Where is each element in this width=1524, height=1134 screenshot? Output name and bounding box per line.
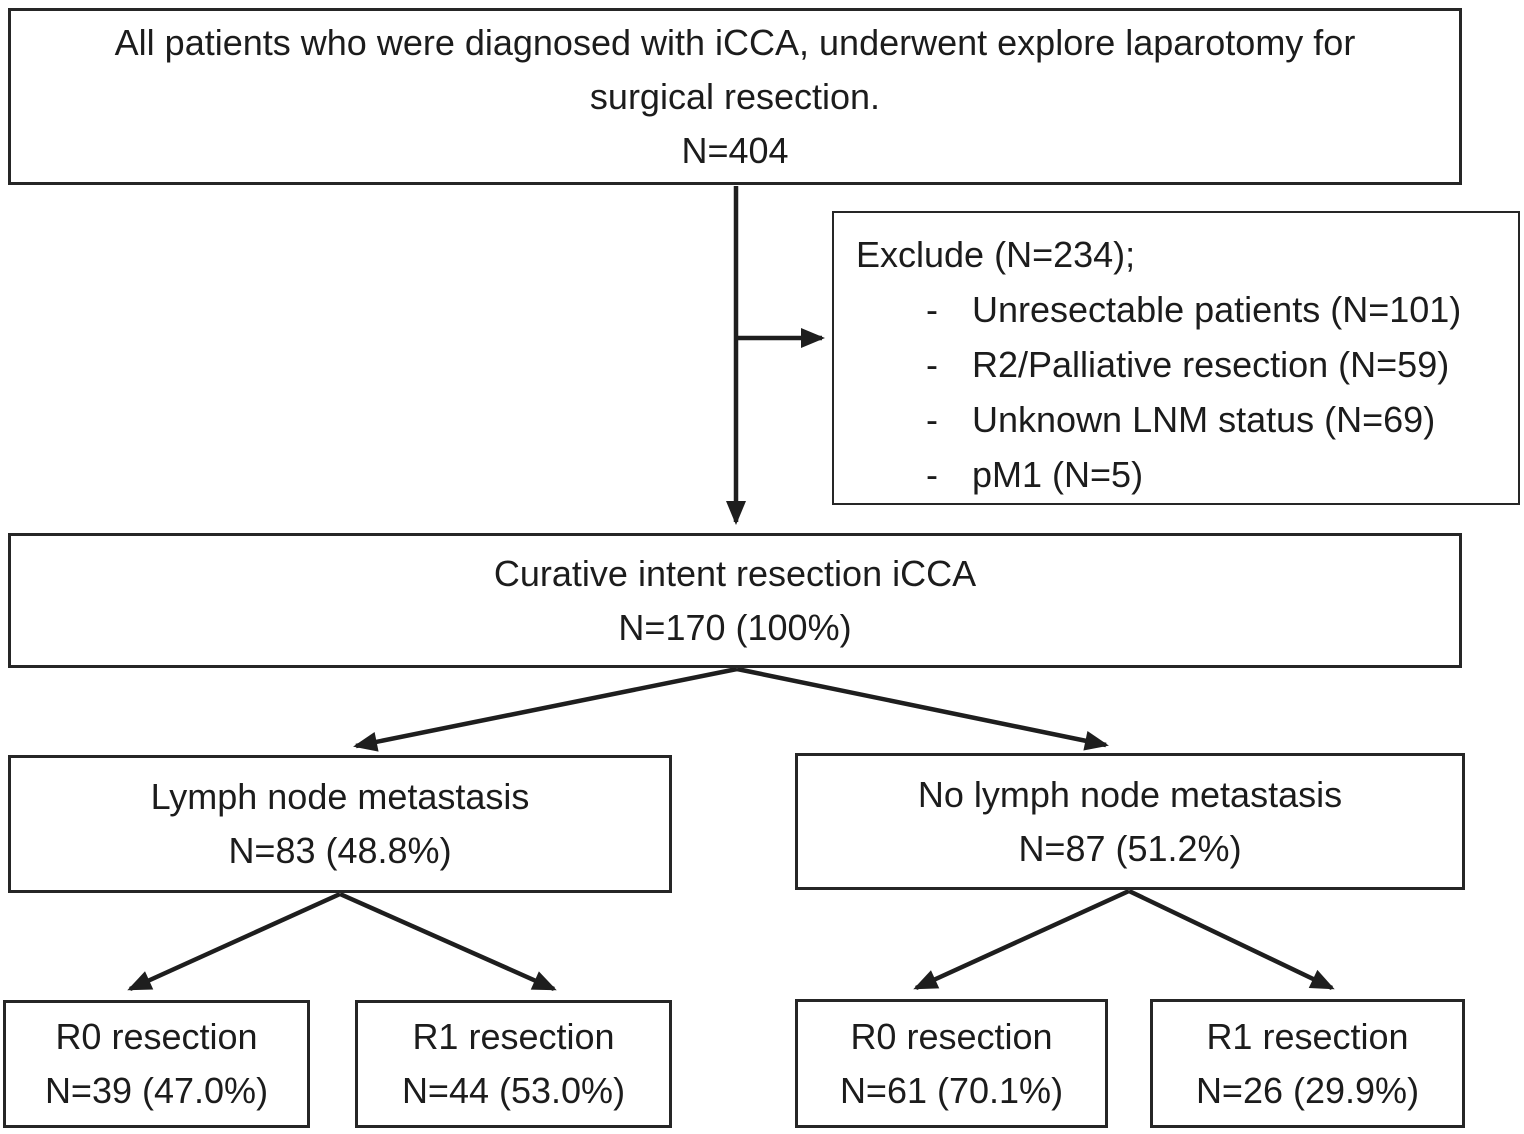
- nolnm-count: N=87 (51.2%): [1018, 827, 1242, 869]
- lnm-r0-count: N=39 (47.0%): [44, 1070, 269, 1111]
- all-patients-count: N=404: [681, 129, 789, 171]
- box-curative-resection: Curative intent resection iCCA N=170 (10…: [8, 533, 1462, 668]
- box-all-patients: All patients who were diagnosed with iCC…: [8, 8, 1462, 185]
- curative-count: N=170 (100%): [618, 606, 852, 648]
- exclude-bullet: -: [926, 344, 938, 385]
- lnm-label: Lymph node metastasis: [150, 776, 530, 817]
- all-patients-line-1: All patients who were diagnosed with iCC…: [114, 21, 1356, 63]
- nolnm-r1-count: N=26 (29.9%): [1195, 1069, 1420, 1111]
- lnm-count: N=83 (48.8%): [228, 830, 452, 871]
- exclude-bullet: -: [926, 399, 938, 440]
- box-lymph-node-metastasis: Lymph node metastasis N=83 (48.8%): [8, 755, 672, 893]
- arrow-curative-to-nolnm: [736, 666, 1109, 751]
- lnm-r1-label: R1 resection: [412, 1016, 615, 1057]
- all-patients-line-2: surgical resection.: [589, 75, 881, 117]
- exclude-item-text: pM1 (N=5): [972, 454, 1144, 495]
- arrow-nolnm-to-r0: [913, 888, 1130, 991]
- exclude-item-unresectable: - Unresectable patients (N=101): [856, 282, 1508, 337]
- arrow-curative-to-lnm: [353, 666, 738, 752]
- box-nolnm-r1-resection: R1 resection N=26 (29.9%): [1150, 999, 1465, 1128]
- exclude-item-r2-palliative: - R2/Palliative resection (N=59): [856, 337, 1508, 392]
- box-nolnm-r0-resection: R0 resection N=61 (70.1%): [795, 999, 1108, 1128]
- exclude-item-pm1: - pM1 (N=5): [856, 447, 1508, 502]
- nolnm-r0-label: R0 resection: [850, 1015, 1053, 1057]
- box-lnm-r0-resection: R0 resection N=39 (47.0%): [3, 1000, 310, 1128]
- arrow-lnm-to-r1: [339, 891, 557, 992]
- box-no-lymph-node-metastasis: No lymph node metastasis N=87 (51.2%): [795, 753, 1465, 890]
- exclude-bullet: -: [926, 454, 938, 495]
- nolnm-label: No lymph node metastasis: [917, 773, 1343, 815]
- arrow-nolnm-to-r1: [1128, 888, 1335, 991]
- box-exclude: Exclude (N=234); - Unresectable patients…: [832, 211, 1520, 505]
- arrow-lnm-to-r0: [127, 891, 341, 992]
- lnm-r1-count: N=44 (53.0%): [401, 1070, 626, 1111]
- box-lnm-r1-resection: R1 resection N=44 (53.0%): [355, 1000, 672, 1128]
- exclude-item-text: Unknown LNM status (N=69): [972, 399, 1436, 440]
- nolnm-r0-count: N=61 (70.1%): [839, 1069, 1064, 1111]
- exclude-title: Exclude (N=234);: [856, 234, 1136, 275]
- exclude-item-unknown-lnm: - Unknown LNM status (N=69): [856, 392, 1508, 447]
- exclude-item-text: Unresectable patients (N=101): [972, 289, 1462, 330]
- exclude-item-text: R2/Palliative resection (N=59): [972, 344, 1450, 385]
- exclude-bullet: -: [926, 289, 938, 330]
- lnm-r0-label: R0 resection: [55, 1016, 258, 1057]
- nolnm-r1-label: R1 resection: [1206, 1015, 1409, 1057]
- curative-label: Curative intent resection iCCA: [493, 552, 977, 594]
